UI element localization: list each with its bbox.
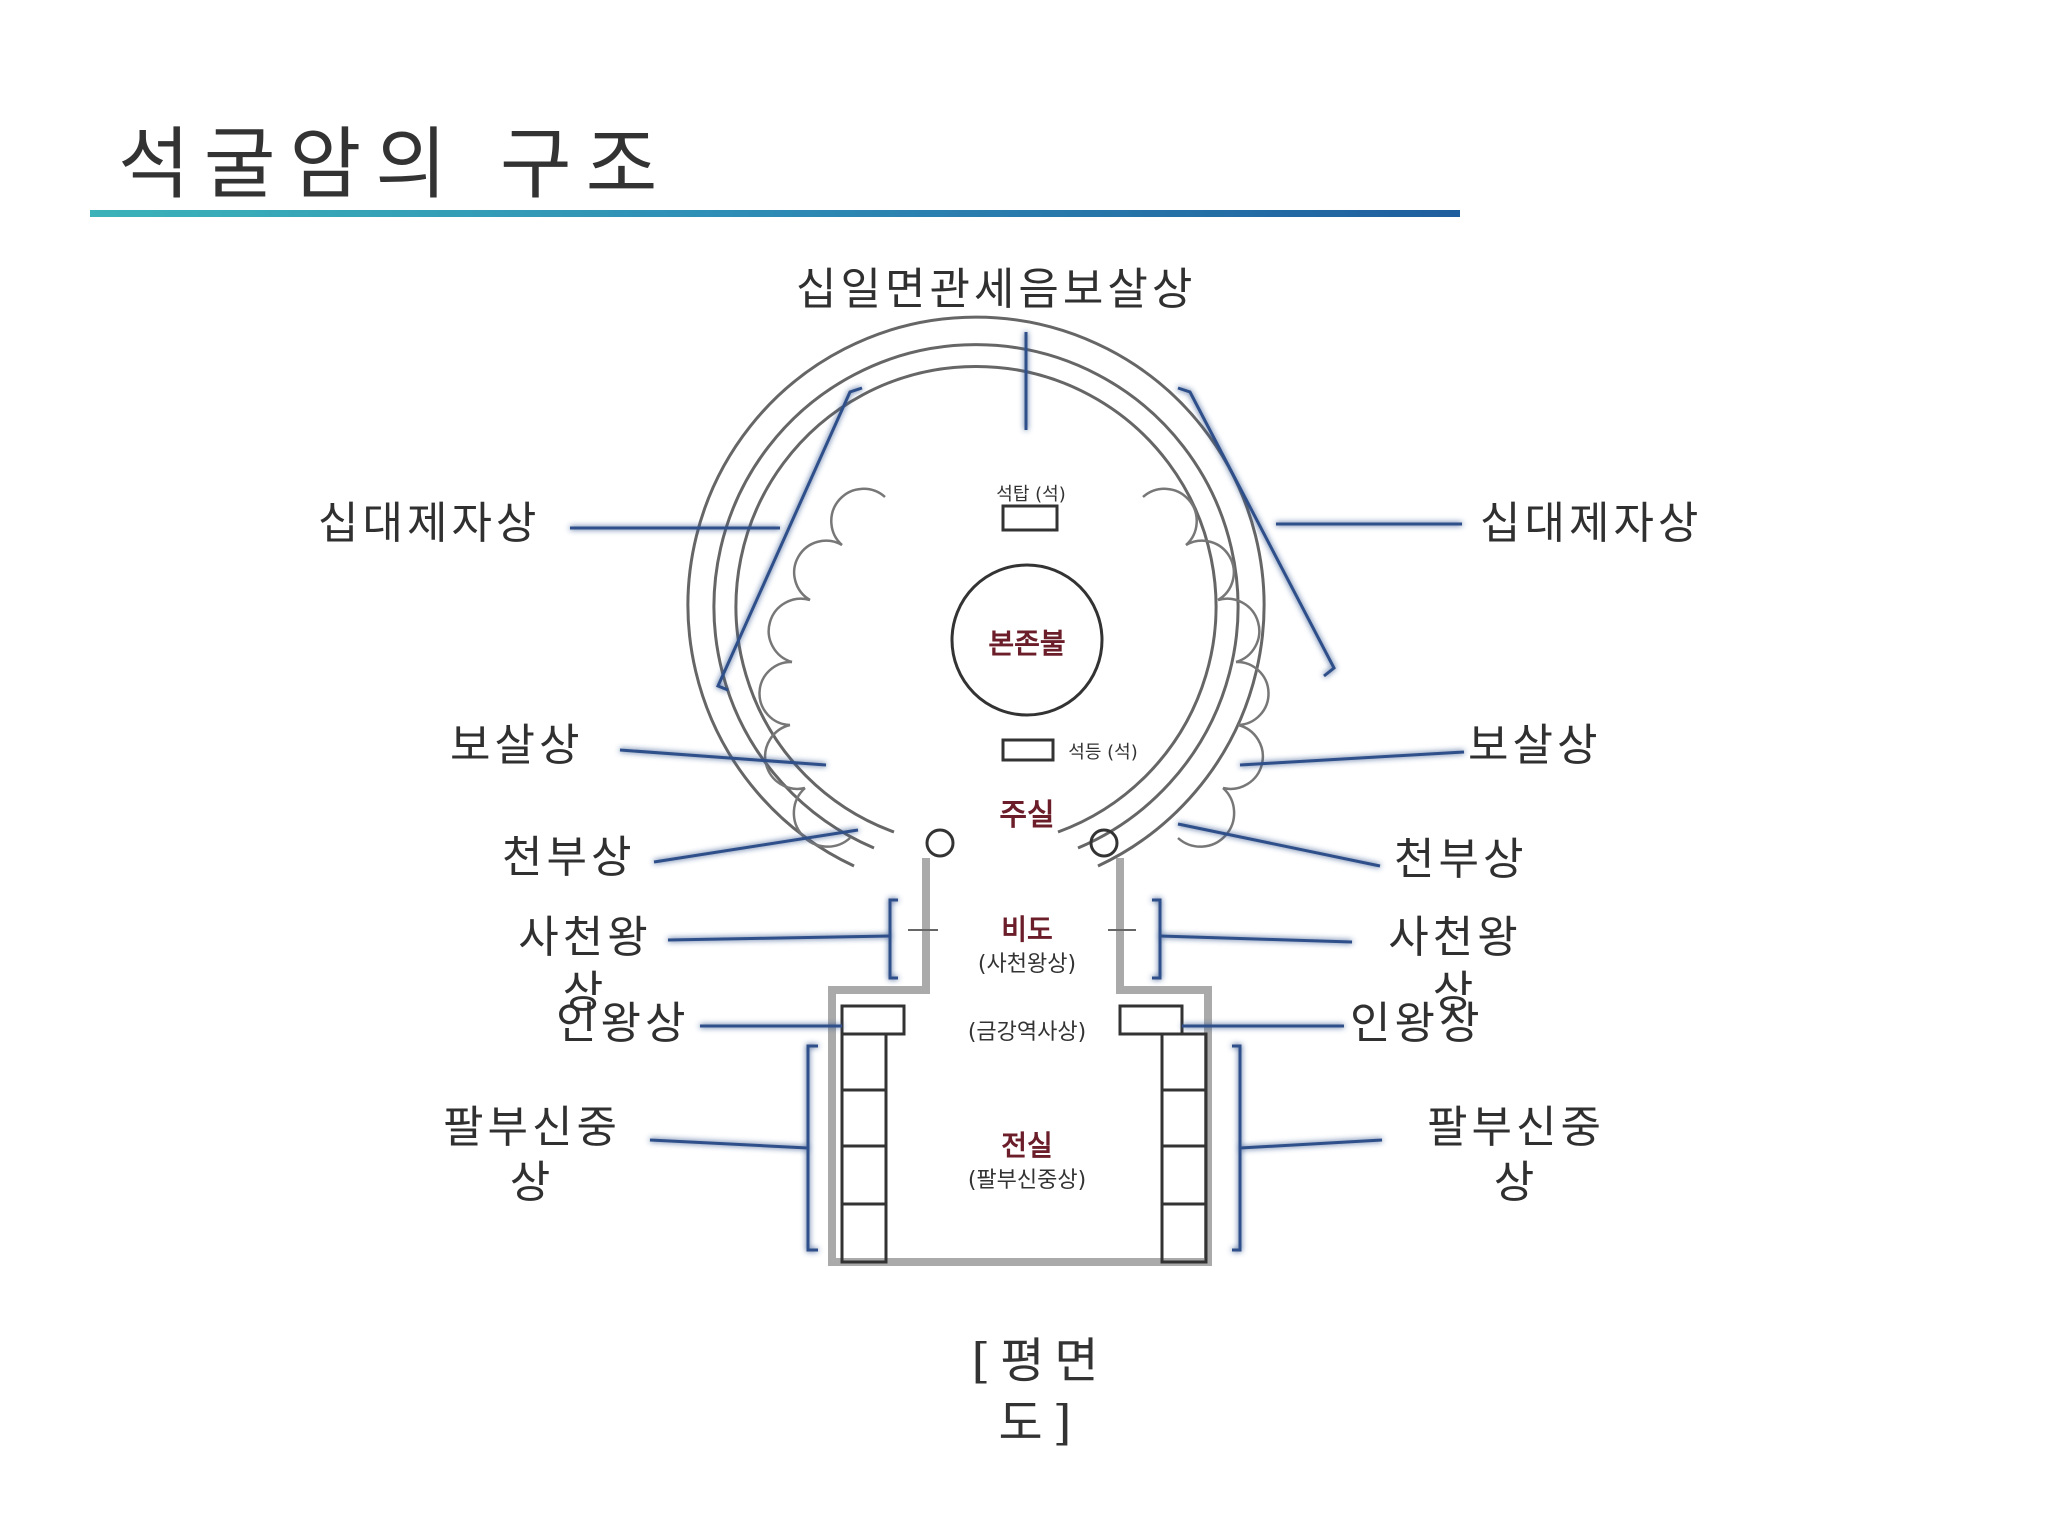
outer-wall [686,315,1266,868]
niche-lobes [758,487,1270,848]
bottom-altar [1001,738,1055,762]
label-four-kings-left: 사천왕상 [518,912,652,1018]
label-front-hall-sub: (팔부신중상) [967,1168,1087,1193]
top-altar [1001,504,1059,532]
label-eight-guardians-left: 팔부신중상 [443,1102,621,1208]
plan-caption: [평면도] [971,1333,1109,1452]
left-guardian-block [840,1004,906,1036]
right-guardian-block [1118,1004,1184,1036]
label-front-hall: 전실 [1001,1129,1053,1162]
page-title: 석굴암의 구조 [118,120,672,210]
label-corridor: 비도 [1001,913,1053,946]
inner-wall [734,364,1218,834]
leader-lines [570,332,1465,1150]
rotunda-walls [686,315,1266,868]
label-stone-top: 석탑 (석) [996,484,1066,505]
label-guardian-left: 인왕상 [556,998,690,1049]
label-eleven-faced-avalokitesvara: 십일면관세음보살상 [796,264,1197,315]
label-heavenly-left: 천부상 [502,832,636,883]
main-buddha-circle [950,563,1104,717]
label-stone-bottom: 석등 (석) [1068,742,1138,763]
front-hall-left-segments [840,1032,888,1264]
label-main-hall: 주실 [999,798,1055,833]
front-hall-right-segments [1160,1032,1208,1264]
label-heavenly-right: 천부상 [1394,834,1528,885]
label-guardian-right: 인왕상 [1350,998,1484,1049]
label-bodhisattva-left: 보살상 [450,720,584,771]
corridor-walls [828,858,1212,1266]
label-eight-guardians-right: 팔부신중상 [1427,1102,1605,1208]
middle-wall [712,343,1240,850]
label-guardian-sub: (금강역사상) [967,1020,1087,1045]
label-ten-disciples-left: 십대제자상 [318,498,541,549]
label-four-kings-right: 사천왕상 [1388,912,1522,1018]
label-bodhisattva-right: 보살상 [1468,720,1602,771]
label-main-buddha: 본존불 [988,627,1066,660]
title-underline [90,210,1460,217]
label-corridor-sub: (사천왕상) [977,952,1077,977]
right-pillar [1089,828,1119,858]
left-pillar [925,828,955,858]
label-ten-disciples-right: 십대제자상 [1480,498,1703,549]
